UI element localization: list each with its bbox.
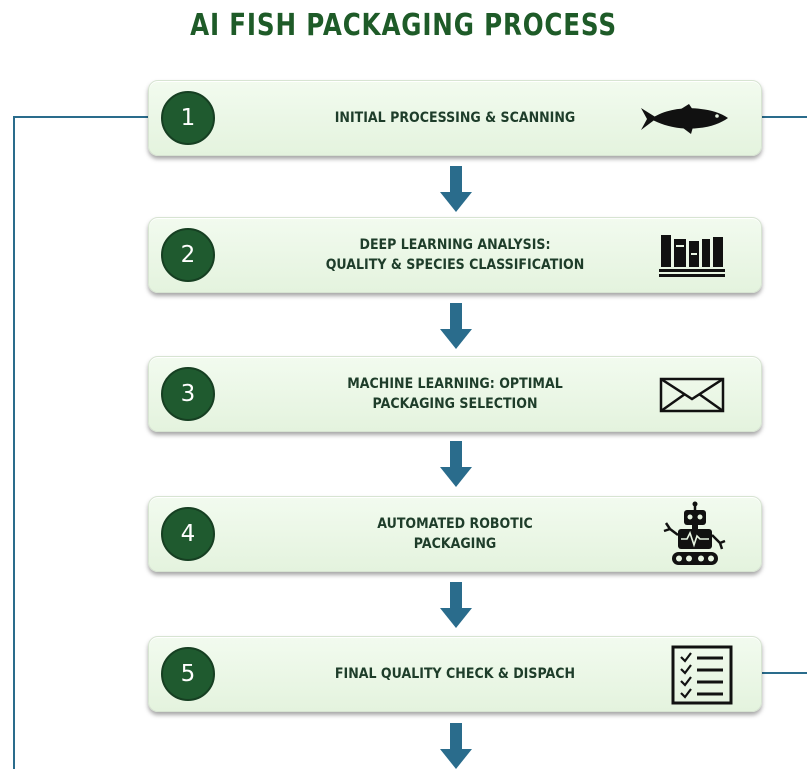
step-number-badge: 3 xyxy=(161,367,215,421)
step-label: AUTOMATED ROBOTIC PACKAGING xyxy=(377,516,533,552)
loop-connector-left-horizontal xyxy=(13,116,149,118)
books-icon xyxy=(659,235,725,277)
step-number-badge: 2 xyxy=(161,228,215,282)
checklist-icon xyxy=(671,645,733,705)
step-label: MACHINE LEARNING: OPTIMAL PACKAGING SELE… xyxy=(347,376,563,412)
fish-icon xyxy=(641,104,728,134)
step-number-badge: 1 xyxy=(161,91,215,145)
step-number-badge: 4 xyxy=(161,507,215,561)
flow-arrow xyxy=(440,441,472,487)
step-number-badge: 5 xyxy=(161,647,215,701)
step-4-box: 4 AUTOMATED ROBOTIC PACKAGING xyxy=(148,496,762,572)
diagram-title: AI FISH PACKAGING PROCESS xyxy=(190,8,617,43)
flow-arrow xyxy=(440,166,472,212)
robot-icon xyxy=(663,501,726,565)
step-1-box: 1 INITIAL PROCESSING & SCANNING xyxy=(148,80,762,156)
step-2-box: 2 DEEP LEARNING ANALYSIS: QUALITY & SPEC… xyxy=(148,217,762,293)
step-label: FINAL QUALITY CHECK & DISPACH xyxy=(334,666,576,682)
loop-connector-right-bottom xyxy=(761,672,807,674)
step-label: DEEP LEARNING ANALYSIS: QUALITY & SPECIE… xyxy=(325,237,585,273)
flow-arrow xyxy=(440,723,472,769)
loop-connector-right-top xyxy=(761,116,807,118)
step-5-box: 5 FINAL QUALITY CHECK & DISPACH xyxy=(148,636,762,712)
step-label: INITIAL PROCESSING & SCANNING xyxy=(334,110,576,126)
flow-arrow xyxy=(440,303,472,349)
envelope-icon xyxy=(659,377,725,413)
loop-connector-left-vertical xyxy=(13,116,15,769)
flow-arrow xyxy=(440,582,472,628)
step-3-box: 3 MACHINE LEARNING: OPTIMAL PACKAGING SE… xyxy=(148,356,762,432)
